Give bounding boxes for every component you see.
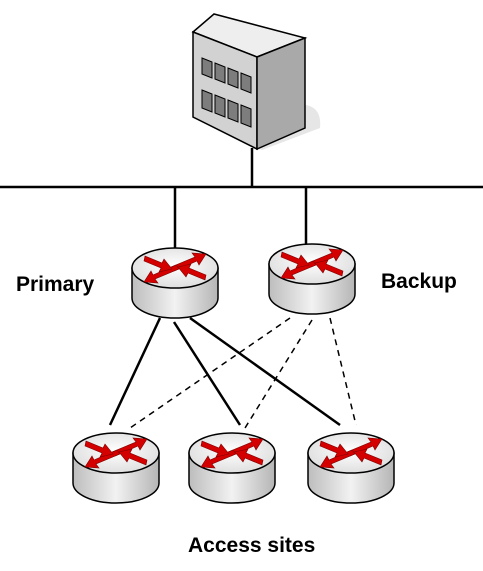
router-icon	[131, 247, 219, 319]
access-sites-label: Access sites	[188, 534, 316, 557]
server-building-icon	[191, 13, 321, 151]
primary-label: Primary	[16, 273, 95, 296]
primary-links	[108, 316, 341, 427]
backup-label: Backup	[381, 270, 457, 293]
router-icon	[307, 432, 395, 504]
backup-links	[129, 317, 357, 429]
router-icon	[188, 432, 276, 504]
router-icon	[72, 432, 160, 504]
router-icon	[268, 243, 356, 315]
